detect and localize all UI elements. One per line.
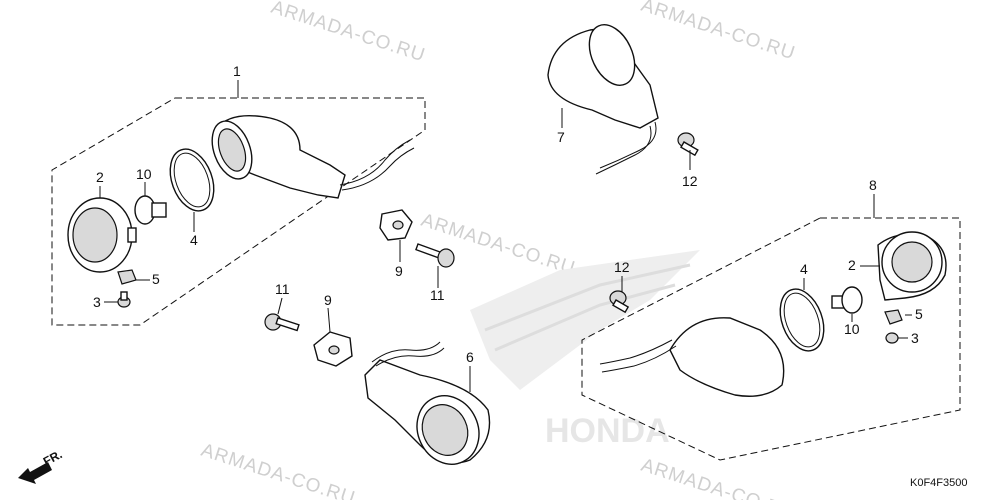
nut-part-5-right bbox=[884, 309, 903, 325]
callout-2-left: 2 bbox=[96, 169, 104, 185]
honda-wing-logo: HONDA bbox=[470, 250, 700, 450]
turn-signal-part-7 bbox=[547, 24, 659, 175]
callout-12-top: 12 bbox=[682, 173, 698, 189]
callout-1: 1 bbox=[233, 63, 241, 79]
assembly-8-frame bbox=[581, 217, 961, 461]
callout-11-upper: 11 bbox=[430, 287, 445, 303]
bolt-part-11-upper bbox=[415, 243, 455, 268]
callout-10-left: 10 bbox=[136, 166, 152, 182]
callout-5-right: 5 bbox=[915, 306, 923, 322]
turn-signal-part-6 bbox=[364, 341, 491, 465]
assembly-1-frame bbox=[51, 97, 426, 326]
screw-part-3-left bbox=[117, 291, 131, 308]
watermark-top-right: ARMADA-CO.RU bbox=[638, 0, 797, 64]
leader-lines bbox=[99, 80, 912, 392]
watermark-bottom-left: ARMADA-CO.RU bbox=[198, 440, 357, 500]
front-direction-indicator: FR. bbox=[18, 447, 64, 484]
bolt-part-12-center bbox=[609, 290, 630, 314]
watermark-bottom-right: ARMADA-CO.RU bbox=[638, 455, 797, 500]
gasket-part-4-right bbox=[779, 288, 825, 352]
callout-8: 8 bbox=[869, 177, 877, 193]
diagram-code: K0F4F3500 bbox=[910, 477, 967, 489]
bulb-part-10-right bbox=[831, 286, 863, 314]
bolt-part-12-top bbox=[677, 132, 699, 157]
callout-4-right: 4 bbox=[800, 261, 808, 277]
callout-9-lower: 9 bbox=[324, 292, 332, 308]
callout-7: 7 bbox=[557, 129, 565, 145]
screw-part-3-right bbox=[885, 332, 899, 344]
callout-3-left: 3 bbox=[93, 294, 101, 310]
callout-4-left: 4 bbox=[190, 232, 198, 248]
gasket-part-4-left bbox=[169, 148, 215, 212]
callout-9-upper: 9 bbox=[395, 263, 403, 279]
bulb-part-10-left bbox=[134, 195, 167, 225]
callout-3-right: 3 bbox=[911, 330, 919, 346]
watermarks: ARMADA-CO.RU ARMADA-CO.RU ARMADA-CO.RU A… bbox=[198, 0, 797, 500]
callout-11-lower: 11 bbox=[275, 281, 290, 297]
front-arrow-icon bbox=[18, 462, 52, 484]
watermark-top-left: ARMADA-CO.RU bbox=[268, 0, 427, 66]
bracket-part-9-lower bbox=[313, 331, 353, 367]
lens-part-2-left bbox=[67, 197, 137, 273]
callouts: 1 2 10 4 5 3 7 12 9 11 11 9 12 6 8 2 4 1… bbox=[93, 63, 923, 365]
honda-wordmark: HONDA bbox=[545, 412, 670, 450]
callout-5-left: 5 bbox=[152, 271, 160, 287]
turn-signal-bullet-right bbox=[599, 317, 785, 397]
housing-part-2-right bbox=[877, 231, 947, 301]
callout-6: 6 bbox=[466, 349, 474, 365]
callout-12-center: 12 bbox=[614, 259, 630, 275]
watermark-center: ARMADA-CO.RU bbox=[418, 210, 577, 280]
callout-2-right: 2 bbox=[848, 257, 856, 273]
bolt-part-11-lower bbox=[264, 313, 300, 332]
callout-10-right: 10 bbox=[844, 321, 860, 337]
bracket-part-9-upper bbox=[379, 209, 413, 241]
nut-part-5-left bbox=[117, 269, 137, 285]
housing-part-1 bbox=[211, 115, 415, 199]
